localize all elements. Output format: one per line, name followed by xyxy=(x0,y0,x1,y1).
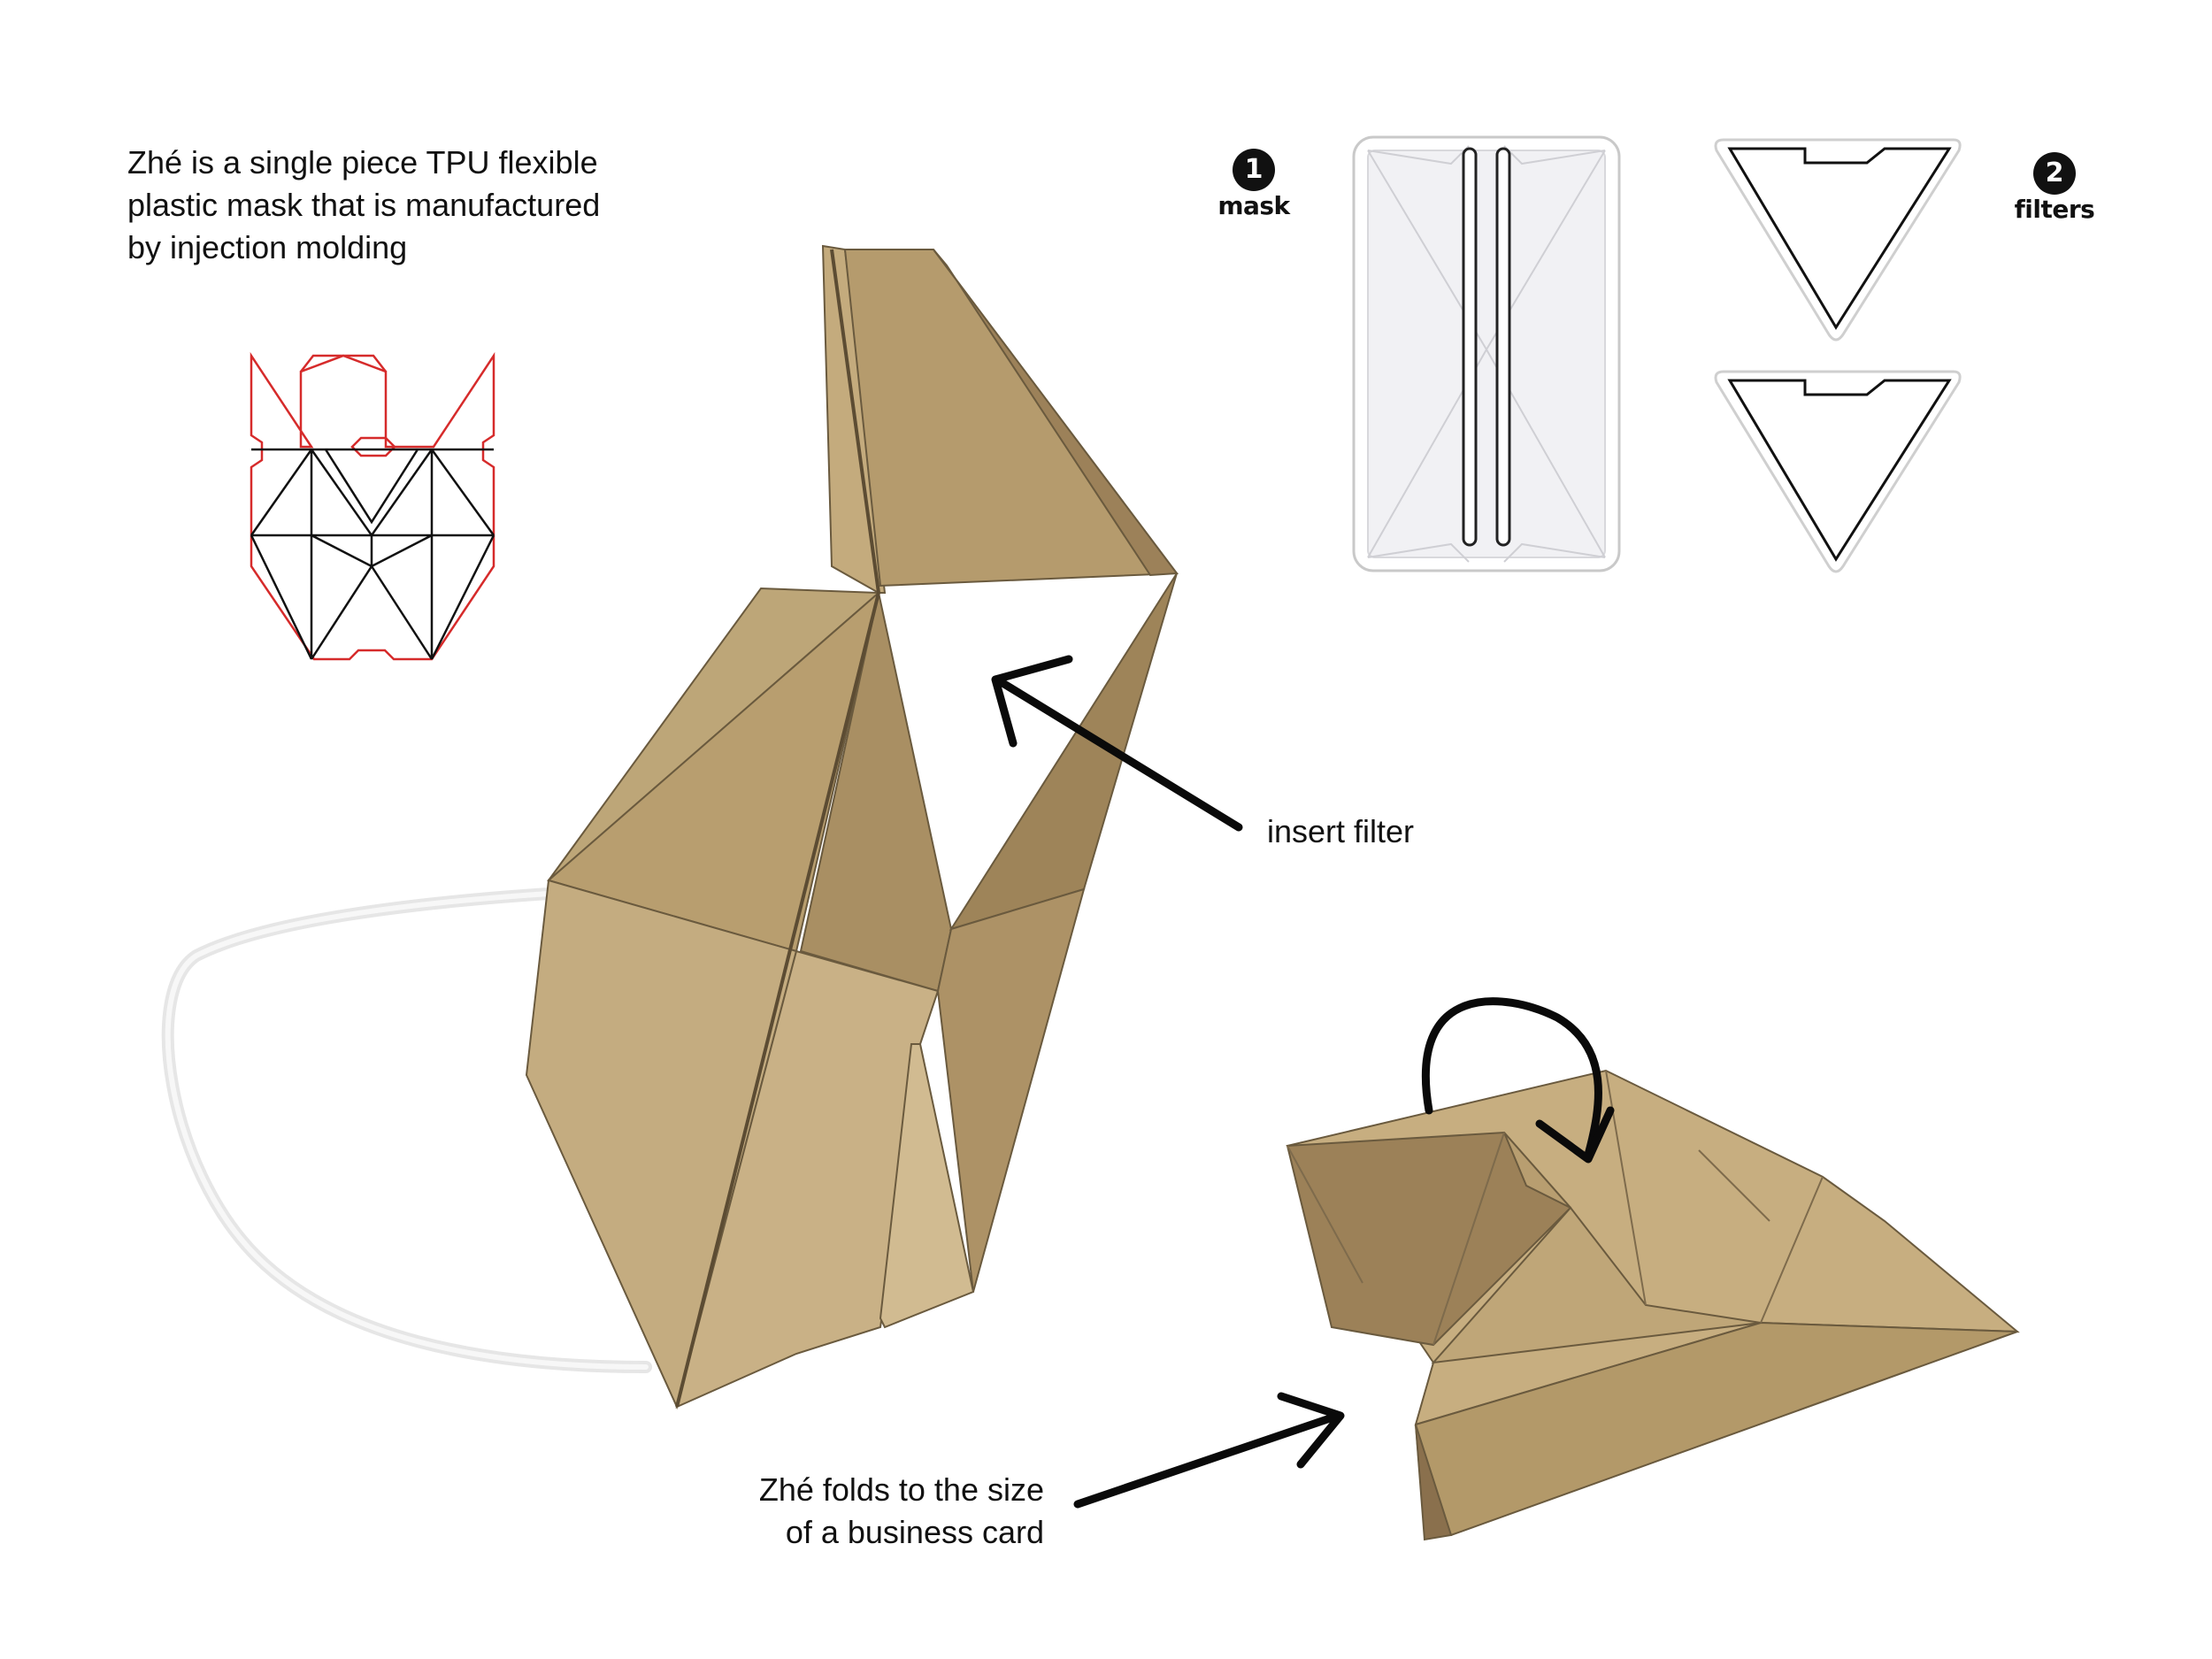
pattern-outline xyxy=(250,351,495,661)
assembled-mask xyxy=(525,244,1179,1409)
insert-filter-label: insert filter xyxy=(1267,810,1414,853)
folded-left-flap-inner xyxy=(1503,1132,1571,1209)
intro-line-3: by injection molding xyxy=(127,229,408,265)
mask-badge-number: 1 xyxy=(1233,149,1275,191)
folded-left-flap xyxy=(1286,1131,1572,1347)
mask-badge-label: mask xyxy=(1217,191,1290,220)
folded-front-left xyxy=(1415,1424,1453,1541)
intro-line-1: Zhé is a single piece TPU flexible xyxy=(127,144,598,180)
fold-size-arrow xyxy=(1073,1392,1345,1509)
filter-card-top xyxy=(1714,138,1962,342)
arrows xyxy=(991,655,1615,1509)
filters-badge: 2 filters xyxy=(2010,152,2099,223)
fold-size-line-1: Zhé folds to the size xyxy=(758,1471,1044,1508)
mask-card xyxy=(1352,135,1621,572)
intro-line-2: plastic mask that is manufactured xyxy=(127,187,601,223)
mask-card-slot-left xyxy=(1462,147,1478,547)
flat-pattern-diagram xyxy=(250,351,495,661)
pattern-fold-lines xyxy=(250,448,495,660)
pattern-top-notch xyxy=(300,354,387,373)
insert-filter-arrow xyxy=(991,655,1243,832)
mask-card-slot-right xyxy=(1495,147,1511,547)
fold-size-line-2: of a business card xyxy=(785,1514,1044,1550)
mask-panel-top-right xyxy=(933,249,1179,577)
mask-panel-right-upper xyxy=(949,572,1178,931)
filters-badge-label: filters xyxy=(2014,195,2095,224)
intro-text: Zhé is a single piece TPU flexible plast… xyxy=(127,142,694,269)
pattern-tab xyxy=(350,436,396,457)
fold-rotate-arrow xyxy=(1421,997,1615,1164)
insert-filter-text: insert filter xyxy=(1267,813,1415,849)
fold-size-label: Zhé folds to the size of a business card xyxy=(655,1469,1044,1554)
mask-badge: 1 mask xyxy=(1214,149,1294,219)
filters-badge-number: 2 xyxy=(2033,152,2076,195)
folded-mask xyxy=(1286,1069,2020,1541)
mask-panel-lower-right xyxy=(879,1043,975,1329)
filter-card-bottom xyxy=(1714,370,1962,573)
